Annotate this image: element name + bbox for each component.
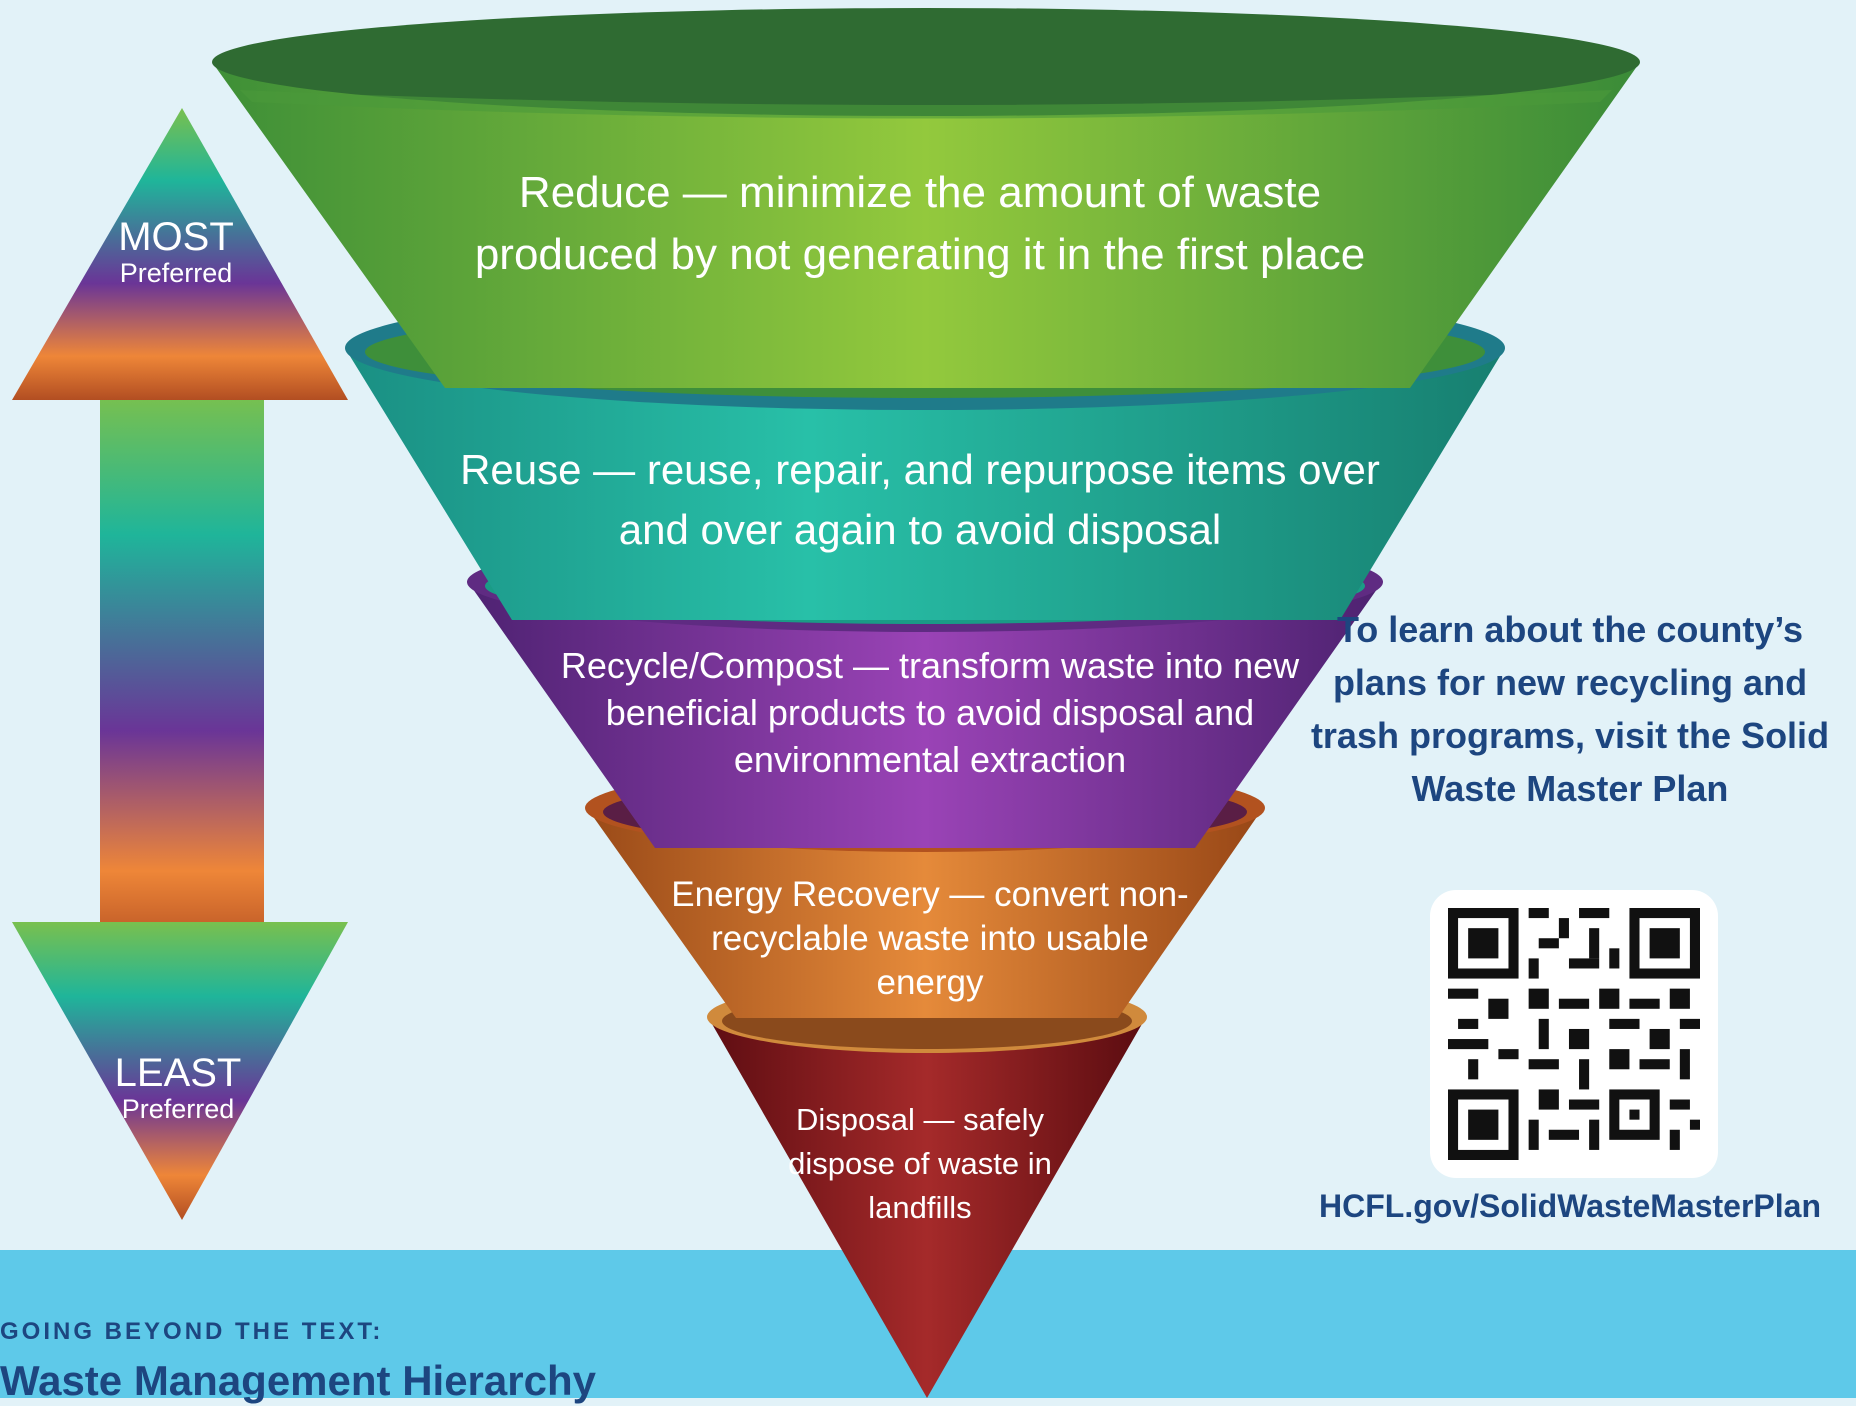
most-preferred-label: MOST Preferred <box>76 216 276 288</box>
most-label-sub: Preferred <box>119 258 233 288</box>
arrow-up-head <box>12 108 348 400</box>
master-plan-cta: To learn about the county’s plans for ne… <box>1310 609 1830 809</box>
section-kicker: GOING BEYOND THE TEXT: <box>0 1318 384 1345</box>
tier-reduce-text: Reduce — minimize the amount of waste pr… <box>474 168 1366 279</box>
tier-recycle-text: Recycle/Compost — transform waste into n… <box>560 645 1300 780</box>
most-label-main: MOST <box>118 215 234 259</box>
tier-reduce <box>212 8 1640 388</box>
tier-disposal-text: Disposal — safely dispose of waste in la… <box>788 1102 1052 1225</box>
least-label-sub: Preferred <box>121 1094 235 1124</box>
tier-energy-text: Energy Recovery — convert non-recyclable… <box>671 875 1189 1002</box>
qr-code-icon[interactable] <box>1448 908 1700 1160</box>
arrow-shaft <box>100 395 264 955</box>
preference-arrow <box>12 108 348 1220</box>
qr-code-container[interactable] <box>1430 890 1718 1178</box>
least-label-main: LEAST <box>114 1051 242 1095</box>
least-preferred-label: LEAST Preferred <box>78 1052 278 1124</box>
arrow-down-head <box>12 922 348 1220</box>
master-plan-link[interactable]: HCFL.gov/SolidWasteMasterPlan <box>1319 1188 1821 1224</box>
section-title: Waste Management Hierarchy <box>0 1357 596 1404</box>
tier-reuse-text: Reuse — reuse, repair, and repurpose ite… <box>460 446 1380 553</box>
